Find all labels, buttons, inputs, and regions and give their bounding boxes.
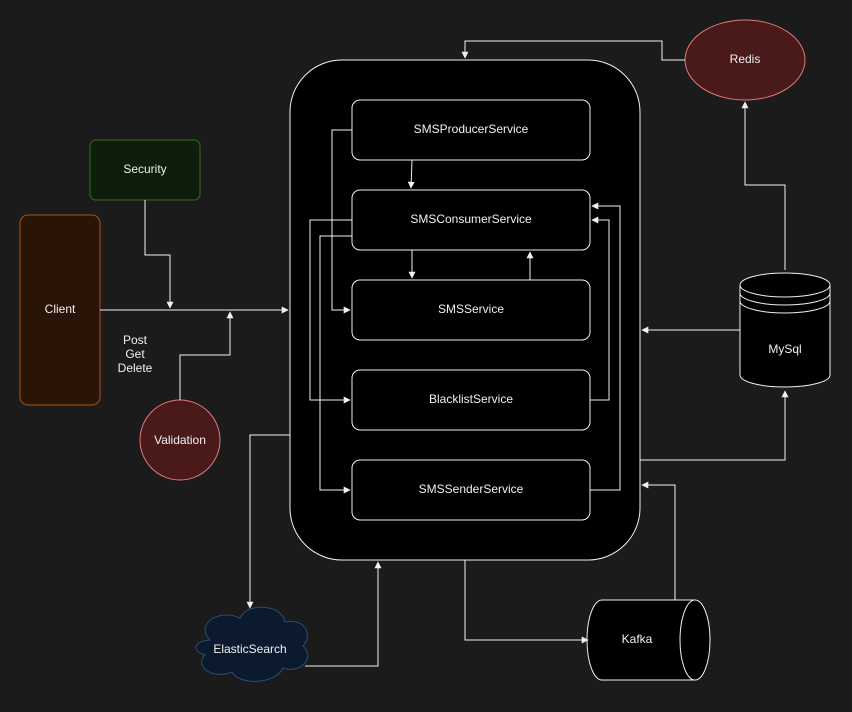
- kafka-node: Kafka: [586, 599, 711, 681]
- edge-consumer-to-sender: [319, 235, 352, 494]
- connectors: [100, 40, 789, 667]
- service-label: SMSProducerService: [414, 122, 529, 136]
- kafka-label: Kafka: [622, 632, 653, 646]
- service-blacklist: BlacklistService: [351, 369, 591, 431]
- service-label: SMSConsumerService: [410, 212, 532, 226]
- service-sms-producer: SMSProducerService: [351, 99, 591, 161]
- client-node: Client: [19, 214, 101, 406]
- method-get: Get: [125, 347, 145, 361]
- edge-producer-to-consumer: [407, 159, 415, 189]
- mysql-label: MySql: [768, 342, 801, 356]
- service-sms: SMSService: [351, 279, 591, 341]
- client-label: Client: [45, 302, 76, 316]
- elasticsearch-label: ElasticSearch: [213, 642, 286, 656]
- client-methods-label: Post Get Delete: [118, 333, 153, 375]
- method-post: Post: [123, 333, 148, 347]
- edge-kafka-to-services: [641, 481, 676, 600]
- security-node: Security: [89, 139, 201, 201]
- mysql-node: MySql: [739, 272, 831, 388]
- edge-services-to-kafka: [464, 560, 589, 644]
- redis-label: Redis: [730, 52, 761, 66]
- edge-mysql-to-redis: [741, 101, 786, 270]
- service-sms-consumer: SMSConsumerService: [351, 189, 591, 251]
- edge-sender-to-consumer: [590, 202, 621, 491]
- validation-label: Validation: [154, 433, 206, 447]
- service-label: SMSSenderService: [419, 482, 524, 496]
- security-label: Security: [123, 162, 166, 176]
- edge-services-to-elasticsearch: [246, 434, 290, 609]
- validation-node: Validation: [139, 399, 221, 481]
- method-delete: Delete: [118, 361, 153, 375]
- edge-security-to-request: [144, 200, 174, 309]
- redis-node: Redis: [684, 19, 806, 101]
- edge-blacklist-to-consumer: [590, 216, 610, 401]
- service-label: BlacklistService: [429, 392, 513, 406]
- service-sms-sender: SMSSenderService: [351, 459, 591, 521]
- edge-elasticsearch-to-services: [305, 561, 382, 667]
- service-label: SMSService: [438, 302, 504, 316]
- edge-redis-to-services: [461, 40, 685, 61]
- edge-services-to-mysql: [640, 390, 789, 461]
- edge-validation-to-request: [179, 311, 234, 400]
- elasticsearch-node: ElasticSearch: [195, 606, 309, 682]
- edge-consumer-to-blacklist: [309, 219, 352, 404]
